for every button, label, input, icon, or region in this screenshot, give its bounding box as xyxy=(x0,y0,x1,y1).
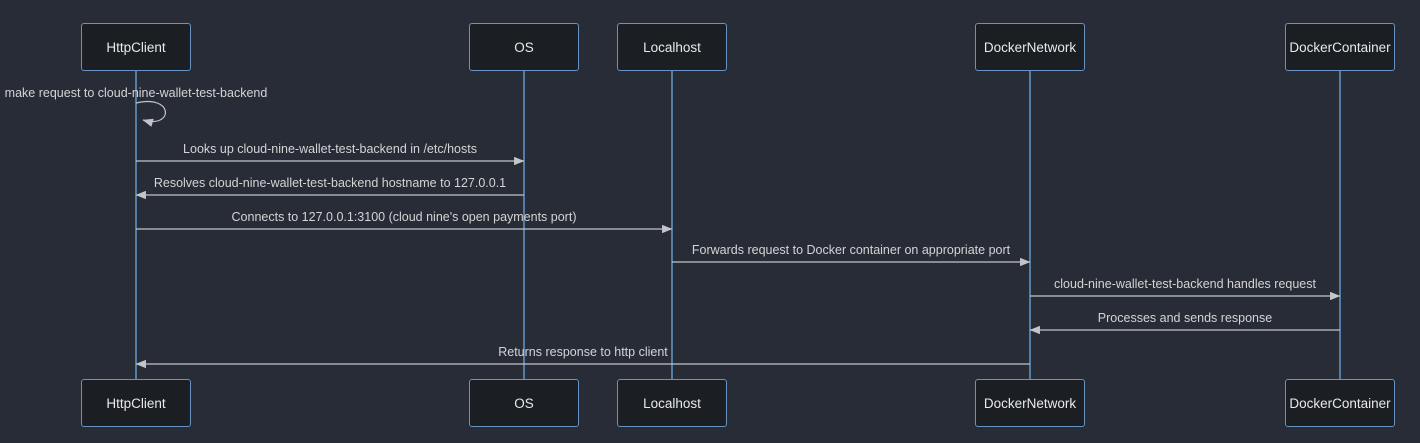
actor-top-httpclient: HttpClient xyxy=(81,23,191,71)
message-label-self-request: make request to cloud-nine-wallet-test-b… xyxy=(4,86,268,100)
actor-bottom-httpclient: HttpClient xyxy=(81,379,191,427)
message-label-forwards: Forwards request to Docker container on … xyxy=(691,243,1011,257)
message-label-processes: Processes and sends response xyxy=(1097,311,1273,325)
actor-top-os: OS xyxy=(469,23,579,71)
message-arrow-self-loop xyxy=(135,100,166,127)
actor-top-dockercontainer: DockerContainer xyxy=(1285,23,1395,71)
message-label-handles: cloud-nine-wallet-test-backend handles r… xyxy=(1054,277,1316,291)
actor-bottom-dockercontainer: DockerContainer xyxy=(1285,379,1395,427)
actor-bottom-localhost: Localhost xyxy=(617,379,727,427)
actor-top-dockernetwork: DockerNetwork xyxy=(975,23,1085,71)
message-label-returns: Returns response to http client xyxy=(498,345,668,359)
actor-bottom-os: OS xyxy=(469,379,579,427)
message-label-looks-up: Looks up cloud-nine-wallet-test-backend … xyxy=(183,142,477,156)
actor-top-localhost: Localhost xyxy=(617,23,727,71)
message-label-connects: Connects to 127.0.0.1:3100 (cloud nine's… xyxy=(231,210,577,224)
actor-bottom-dockernetwork: DockerNetwork xyxy=(975,379,1085,427)
message-label-resolves: Resolves cloud-nine-wallet-test-backend … xyxy=(153,176,507,190)
